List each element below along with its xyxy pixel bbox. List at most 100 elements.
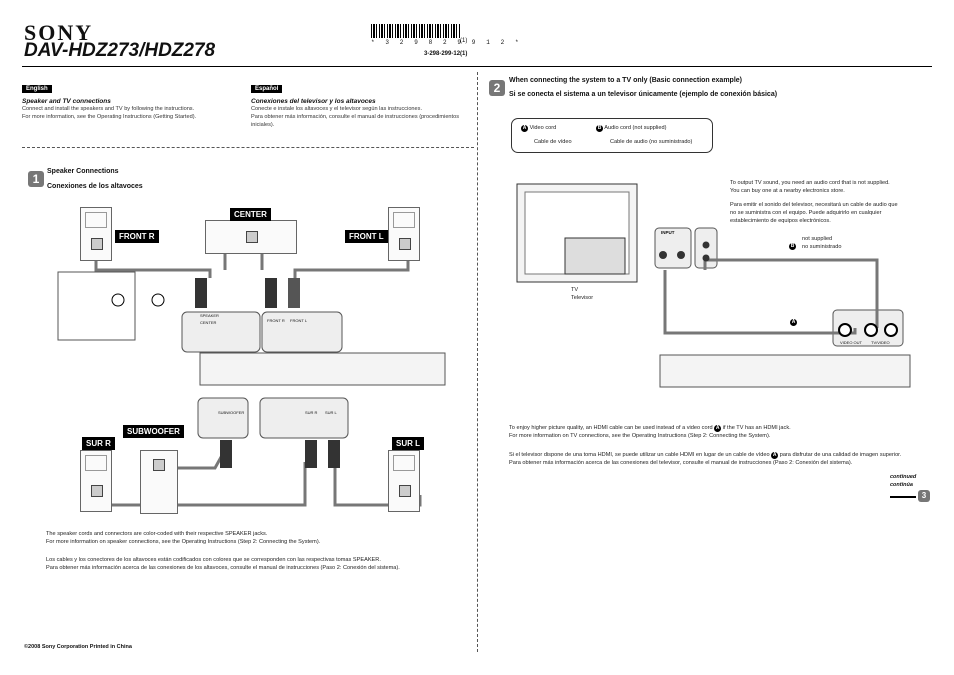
sur-r-speaker bbox=[80, 450, 112, 512]
english-line1: Connect and install the speakers and TV … bbox=[22, 106, 195, 112]
not-supplied-en: not supplied bbox=[802, 236, 833, 242]
step1-note-es1: Los cables y los conectores de los altav… bbox=[46, 557, 381, 563]
tv-video-label: TV/VIDEO bbox=[871, 340, 890, 345]
hdmi-es1-mark: A bbox=[771, 452, 779, 459]
label-sur-l: SUR L bbox=[392, 437, 424, 450]
tv-input-label: INPUT bbox=[661, 230, 675, 235]
sur-l-plug bbox=[328, 440, 340, 468]
legend-a: A Video cord bbox=[521, 125, 556, 132]
step1-title-en: Speaker Connections bbox=[47, 168, 119, 175]
english-title: Speaker and TV connections bbox=[22, 98, 111, 105]
step1-badge: 1 bbox=[28, 171, 44, 187]
next-step-badge[interactable]: 3 bbox=[918, 490, 930, 502]
part-number: 3-298-299-12(1) bbox=[424, 51, 468, 57]
barcode-suffix: (1) bbox=[460, 38, 468, 44]
cord-a-marker: A bbox=[790, 319, 797, 326]
sony-logo: SONY bbox=[24, 20, 94, 45]
subwoofer-speaker bbox=[140, 450, 178, 514]
front-r-plug bbox=[265, 278, 277, 308]
hdmi-en1b-text: if the TV has an HDMI jack. bbox=[722, 425, 791, 431]
hdmi-en1: To enjoy higher picture quality, an HDMI… bbox=[509, 425, 791, 432]
panel-sur-r: SUR R bbox=[305, 410, 318, 415]
tv-wiring-diagram bbox=[516, 183, 911, 388]
lang-spanish: Español bbox=[251, 85, 283, 93]
panel-sur-l: SUR L bbox=[325, 410, 337, 415]
legend-a-es: Cable de vídeo bbox=[534, 139, 572, 145]
label-sur-r: SUR R bbox=[82, 437, 115, 450]
plus-terminal bbox=[151, 293, 165, 307]
panel-front-r: FRONT R bbox=[267, 318, 285, 323]
sur-l-speaker bbox=[388, 450, 420, 512]
legend-b: B Audio cord (not supplied) bbox=[596, 125, 666, 132]
step1-note-en1: The speaker cords and connectors are col… bbox=[46, 531, 268, 537]
barcode bbox=[371, 24, 461, 38]
hdmi-es1b-text: para disfrutar de una calidad de imagen … bbox=[779, 452, 902, 458]
front-r-speaker bbox=[80, 207, 112, 261]
hdmi-en1-mark: A bbox=[714, 425, 722, 432]
sur-r-plug bbox=[305, 440, 317, 468]
spanish-line3: iniciales). bbox=[251, 122, 275, 128]
wire-hint-box bbox=[57, 271, 136, 341]
model-title: DAV-HDZ273/HDZ278 bbox=[24, 40, 216, 61]
continued-en: continued bbox=[890, 474, 917, 480]
lang-english: English bbox=[22, 85, 52, 93]
legend-b-es: Cable de audio (no suministrado) bbox=[610, 139, 693, 145]
label-front-r: FRONT R bbox=[115, 230, 159, 243]
legend-a-mark: A bbox=[521, 125, 528, 132]
cord-legend bbox=[511, 118, 713, 153]
hdmi-en2: For more information on TV connections, … bbox=[509, 433, 771, 439]
sub-jack-panel bbox=[197, 397, 249, 439]
step2-title-es: Si se conecta el sistema a un televisor … bbox=[509, 91, 778, 98]
label-center: CENTER bbox=[230, 208, 271, 221]
label-subwoofer: SUBWOOFER bbox=[123, 425, 184, 438]
tv-label-en: TV bbox=[571, 287, 579, 293]
panel-center: CENTER bbox=[200, 320, 217, 325]
center-speaker bbox=[205, 220, 297, 254]
panel-front-l: FRONT L bbox=[290, 318, 308, 323]
step2-title-en: When connecting the system to a TV only … bbox=[509, 77, 742, 84]
hdmi-es1: Si el televisor dispone de una toma HDMI… bbox=[509, 452, 901, 459]
step2-badge: 2 bbox=[489, 80, 505, 96]
unit-rear-panel bbox=[199, 352, 446, 386]
hdmi-es2: Para obtener más información acerca de l… bbox=[509, 460, 853, 466]
minus-terminal bbox=[111, 293, 125, 307]
not-supplied-es: no suministrado bbox=[802, 244, 842, 250]
spanish-block: Español Conexiones del televisor y los a… bbox=[251, 77, 471, 129]
header-rule bbox=[22, 66, 932, 67]
step1-note-en2: For more information on speaker connecti… bbox=[46, 539, 321, 545]
step1-note-es2: Para obtener más información acerca de l… bbox=[46, 565, 400, 571]
front-l-speaker bbox=[388, 207, 420, 261]
barcode-digits: * 3 2 9 8 2 9 9 1 2 * bbox=[371, 39, 523, 46]
spanish-title: Conexiones del televisor y los altavoces bbox=[251, 98, 376, 105]
center-divider bbox=[477, 72, 478, 652]
legend-b-en: Audio cord (not supplied) bbox=[604, 125, 667, 131]
english-line2: For more information, see the Operating … bbox=[22, 114, 197, 120]
subwoofer-plug bbox=[220, 440, 232, 468]
panel-subwoofer: SUBWOOFER bbox=[218, 410, 245, 415]
tv-jack-area bbox=[564, 237, 626, 275]
step1-title-es: Conexiones de los altavoces bbox=[47, 183, 143, 190]
panel-speaker-1: SPEAKER bbox=[200, 313, 219, 318]
speaker-wiring-diagram bbox=[57, 248, 446, 507]
label-front-l: FRONT L bbox=[345, 230, 388, 243]
spanish-line1: Conecte e instale los altavoces y el tel… bbox=[251, 106, 423, 112]
continued-es: continúa bbox=[890, 482, 913, 488]
unit-rear-panel-2 bbox=[659, 354, 911, 388]
hdmi-es1-text: Si el televisor dispone de una toma HDMI… bbox=[509, 452, 770, 458]
next-arrow-icon bbox=[890, 496, 916, 498]
legend-a-en: Video cord bbox=[529, 125, 557, 131]
section-divider bbox=[22, 147, 474, 148]
legend-b-mark: B bbox=[596, 125, 603, 132]
tv-label-es: Televisor bbox=[571, 295, 594, 301]
sur-jack-panel bbox=[259, 397, 349, 439]
hdmi-en1-text: To enjoy higher picture quality, an HDMI… bbox=[509, 425, 713, 431]
tv-note-es: Para emitir el sonido del televisor, nec… bbox=[730, 202, 898, 224]
front-jack-panel bbox=[261, 311, 343, 353]
spanish-line2: Para obtener más información, consulte e… bbox=[251, 114, 460, 120]
center-jack-panel bbox=[181, 311, 261, 353]
english-block: English Speaker and TV connections Conne… bbox=[22, 77, 196, 121]
center-plug bbox=[195, 278, 207, 308]
tv-note-en: To output TV sound, you need an audio co… bbox=[730, 180, 890, 194]
video-out-label: VIDEO OUT bbox=[840, 340, 863, 345]
copyright: ©2008 Sony Corporation Printed in China bbox=[24, 644, 132, 650]
